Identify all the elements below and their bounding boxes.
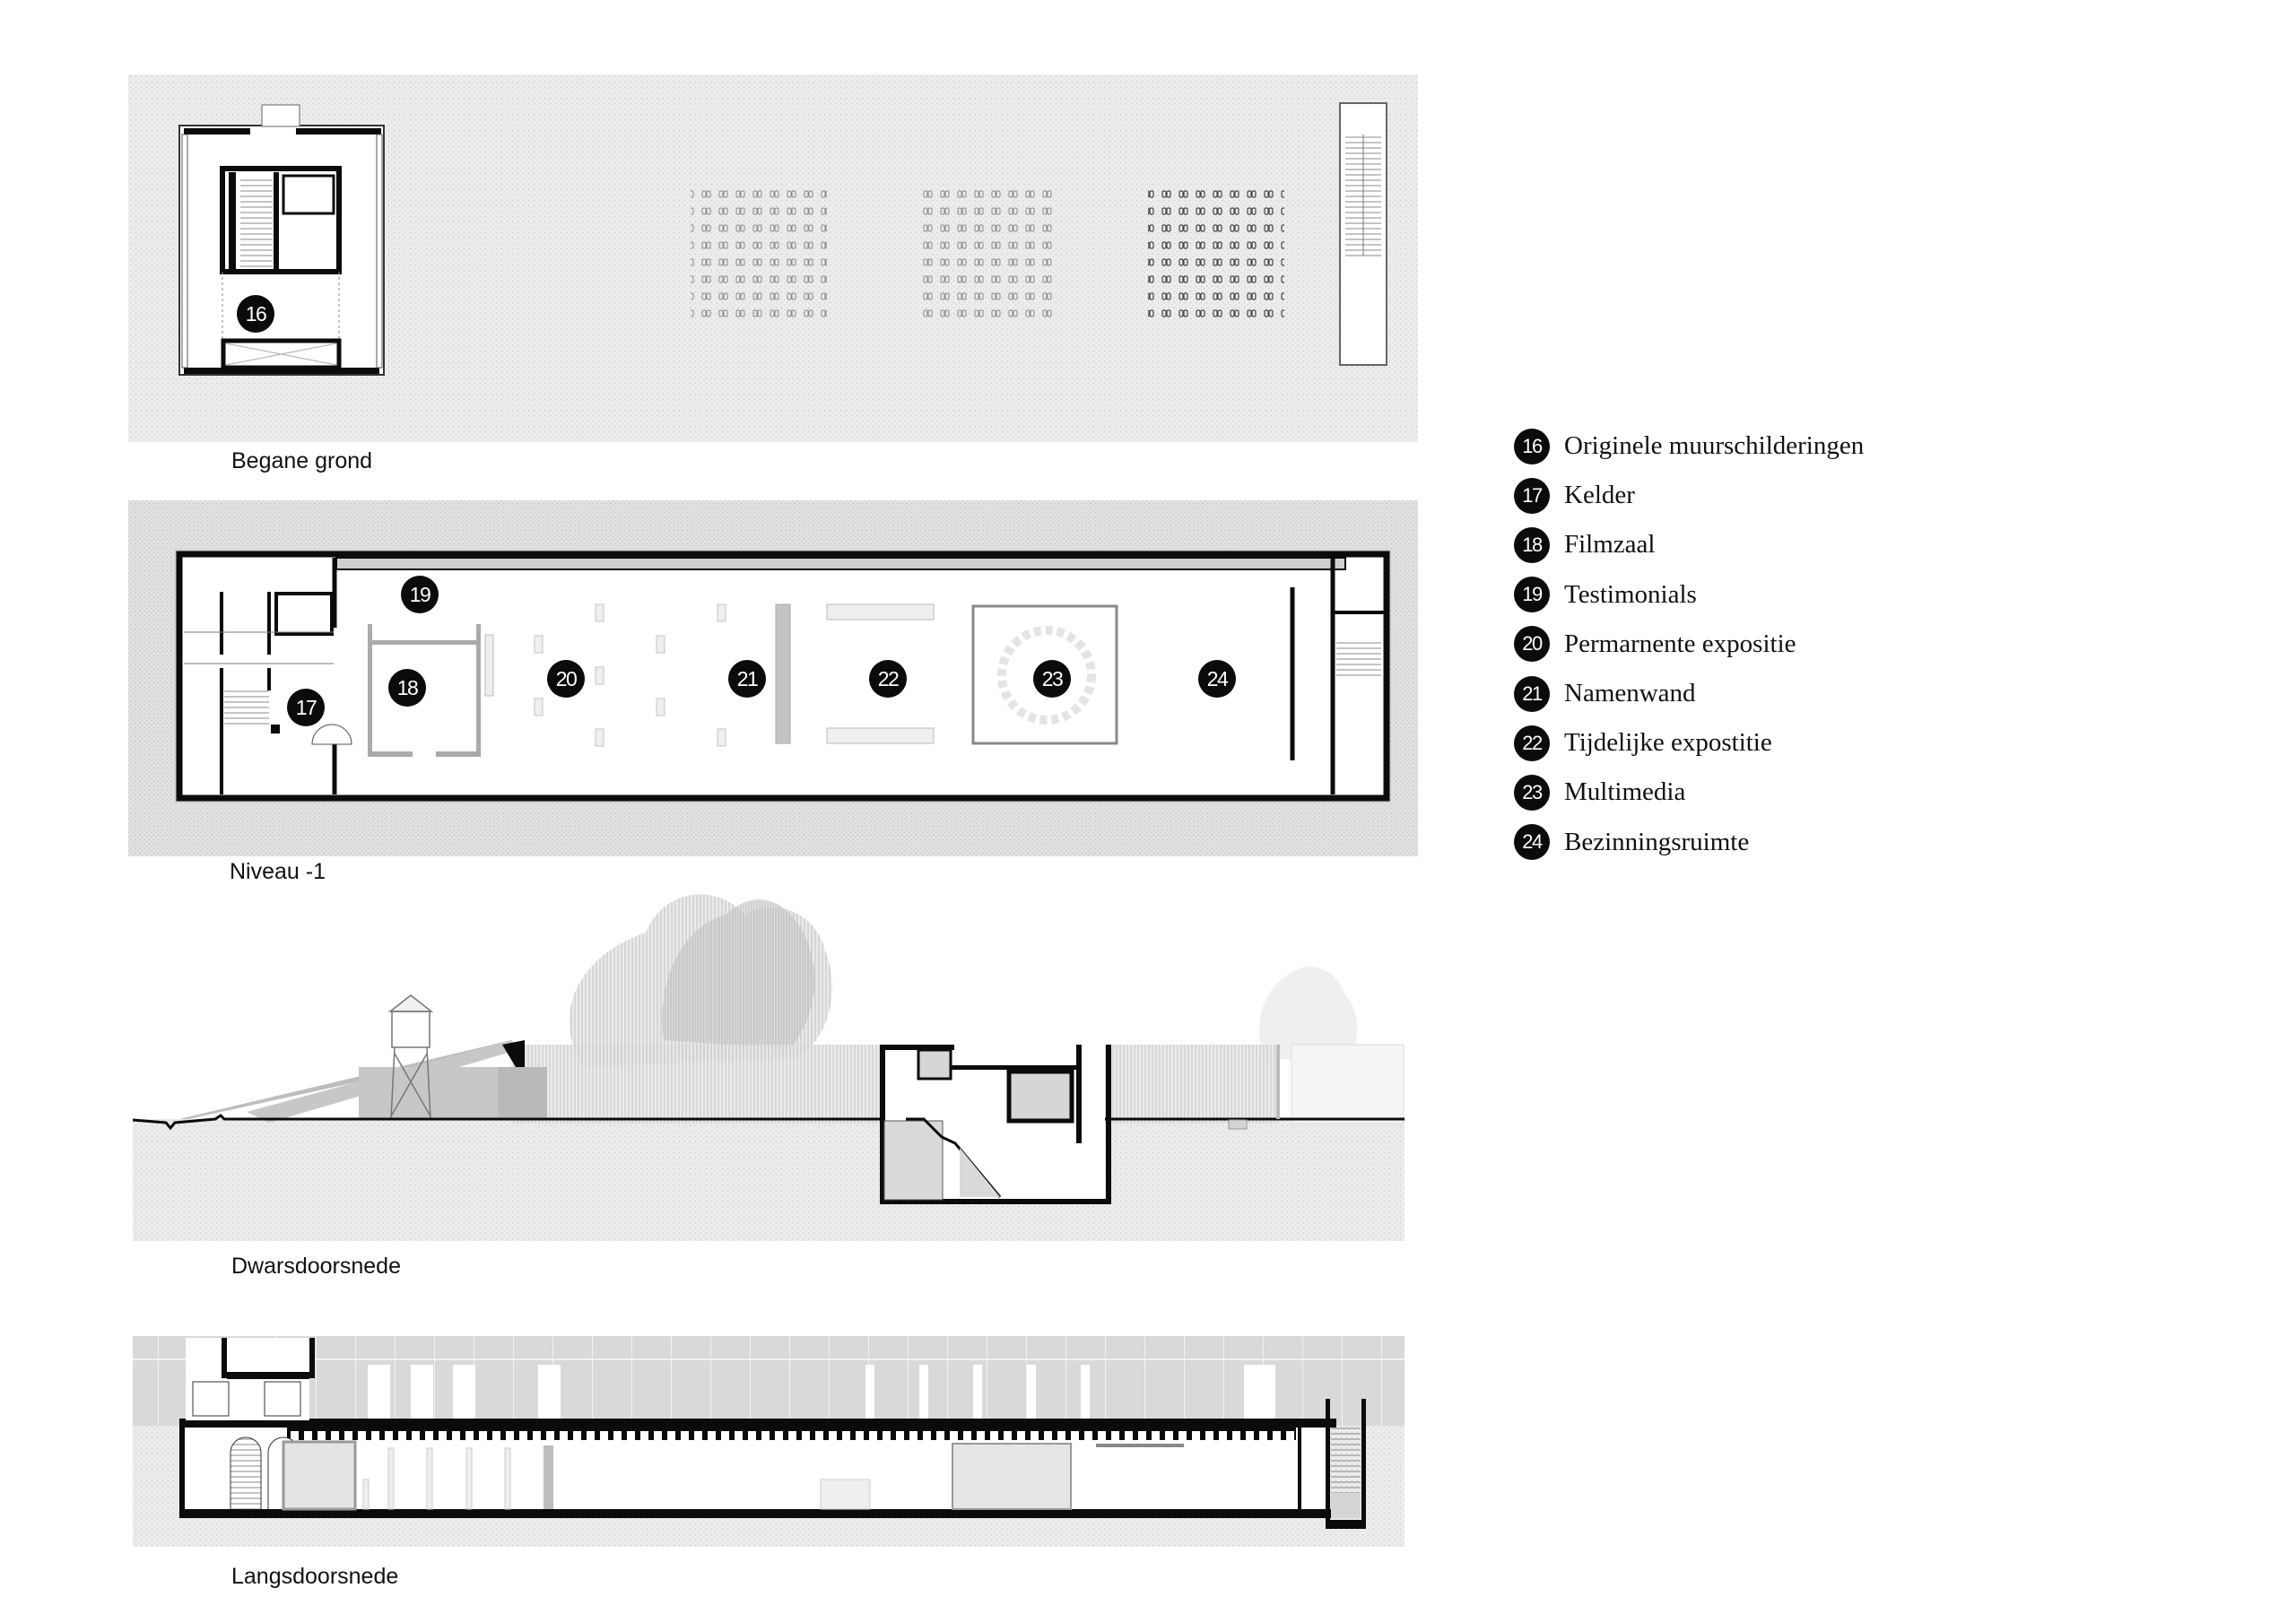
long-section <box>133 1336 1405 1547</box>
room-badge-22: 22 <box>869 660 907 698</box>
legend-label: Permarnente expositie <box>1564 629 1796 658</box>
legend-badge: 24 <box>1514 824 1550 861</box>
legend-item: 18 Filmzaal <box>1514 520 1864 569</box>
legend-item: 22 Tijdelijke expostitie <box>1514 718 1864 768</box>
legend: 16 Originele muurschilderingen 17 Kelder… <box>1514 421 1864 867</box>
legend-badge: 19 <box>1514 577 1550 613</box>
legend-label: Namenwand <box>1564 679 1696 708</box>
room-badge-21: 21 <box>728 660 766 698</box>
legend-label: Originele muurschilderingen <box>1564 431 1865 461</box>
room-badge-18: 18 <box>388 669 426 707</box>
basement-plan <box>128 500 1418 856</box>
room-badge-16: 16 <box>237 295 274 333</box>
legend-item: 23 Multimedia <box>1514 768 1864 817</box>
ground-floor-label: Begane grond <box>231 448 373 473</box>
legend-item: 20 Permarnente expositie <box>1514 620 1864 669</box>
legend-label: Multimedia <box>1564 777 1686 807</box>
legend-item: 16 Originele muurschilderingen <box>1514 421 1864 471</box>
legend-badge: 18 <box>1514 526 1550 563</box>
legend-badge: 23 <box>1514 774 1550 811</box>
legend-item: 17 Kelder <box>1514 471 1864 520</box>
legend-label: Testimonials <box>1564 579 1697 609</box>
room-badge-23: 23 <box>1033 660 1071 698</box>
room-badge-17: 17 <box>287 689 325 726</box>
legend-badge: 17 <box>1514 477 1550 514</box>
legend-label: Kelder <box>1564 481 1635 510</box>
room-badge-20: 20 <box>547 660 585 698</box>
legend-badge: 21 <box>1514 675 1550 712</box>
room-badge-24: 24 <box>1198 660 1236 698</box>
legend-label: Filmzaal <box>1564 530 1656 560</box>
cross-section-label: Dwarsdoorsnede <box>231 1254 401 1279</box>
cross-section <box>132 894 1405 1241</box>
legend-item: 24 Bezinningsruimte <box>1514 818 1864 867</box>
room-badge-19: 19 <box>401 576 439 613</box>
legend-badge: 22 <box>1514 725 1550 761</box>
legend-label: Tijdelijke expostitie <box>1564 728 1772 758</box>
ground-floor-plan <box>128 74 1418 442</box>
long-section-label: Langsdoorsnede <box>231 1564 399 1589</box>
legend-item: 19 Testimonials <box>1514 570 1864 620</box>
legend-badge: 20 <box>1514 626 1550 663</box>
legend-label: Bezinningsruimte <box>1564 827 1750 856</box>
legend-item: 21 Namenwand <box>1514 669 1864 718</box>
basement-level-label: Niveau -1 <box>230 859 326 884</box>
legend-badge: 16 <box>1514 428 1550 464</box>
